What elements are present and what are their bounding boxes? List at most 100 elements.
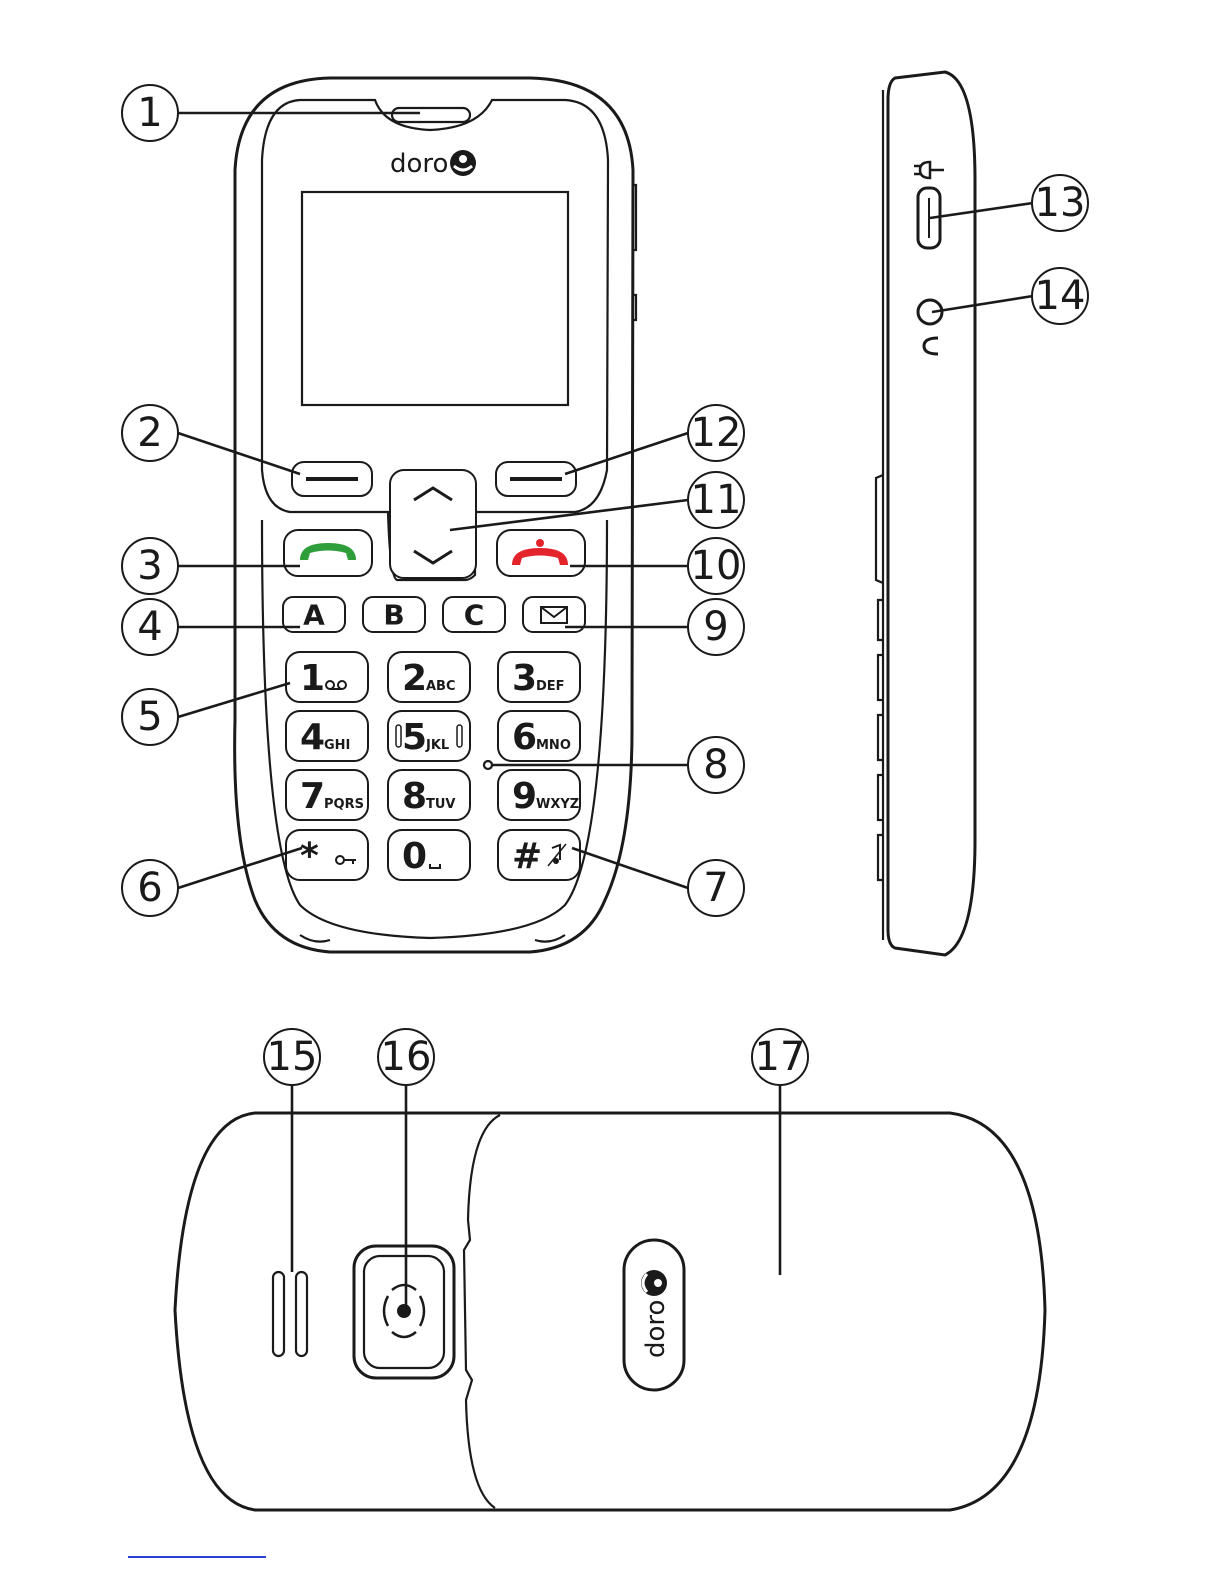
keypad-key-main-label: # bbox=[512, 836, 542, 877]
keypad-key-body[interactable] bbox=[286, 830, 368, 880]
keypad-key-body[interactable] bbox=[498, 770, 580, 820]
keypad-key-main-label: 6 bbox=[512, 717, 537, 758]
call-button[interactable] bbox=[284, 530, 372, 576]
callout-number: 1 bbox=[137, 90, 162, 136]
keypad-key-main-label: 7 bbox=[300, 776, 325, 817]
callout-number: 3 bbox=[137, 543, 162, 589]
bottom-notch-left bbox=[300, 935, 330, 942]
brand-logo-icon bbox=[450, 150, 476, 176]
keypad-key-main-label: 9 bbox=[512, 776, 537, 817]
keypad-key-letters: DEF bbox=[536, 679, 565, 694]
end-call-dot-icon bbox=[536, 539, 544, 547]
keypad-key-main-label: 8 bbox=[402, 776, 427, 817]
callout-number: 16 bbox=[381, 1034, 432, 1080]
keypad-key-body[interactable] bbox=[388, 830, 470, 880]
callout-1: 1 bbox=[122, 85, 178, 141]
callout-number: 2 bbox=[137, 410, 162, 456]
keypad-key-main-label: 2 bbox=[402, 658, 427, 699]
leader-2 bbox=[178, 433, 300, 474]
callout-2: 2 bbox=[122, 405, 178, 461]
callout-number: 9 bbox=[703, 604, 728, 650]
speaker-grille-left bbox=[273, 1272, 284, 1356]
footer-link-underline[interactable] bbox=[128, 1556, 266, 1558]
callout-12: 12 bbox=[688, 405, 744, 461]
keypad-key-body[interactable] bbox=[388, 770, 470, 820]
brand-logo-text: doro bbox=[390, 149, 448, 179]
callout-number: 17 bbox=[755, 1034, 806, 1080]
keypad-key-1[interactable]: 1 bbox=[286, 652, 368, 702]
keypad-key-10[interactable]: * bbox=[286, 830, 368, 880]
callout-number: 14 bbox=[1035, 273, 1086, 319]
memory-key-c-label: C bbox=[464, 599, 485, 632]
callout-number: 6 bbox=[137, 865, 162, 911]
callout-number: 10 bbox=[691, 543, 742, 589]
keypad-key-main-label: 3 bbox=[512, 658, 537, 699]
back-brand-logo-icon bbox=[641, 1270, 667, 1296]
keypad-key-body[interactable] bbox=[388, 652, 470, 702]
keypad-key-letters: JKL bbox=[425, 738, 449, 753]
callout-16: 16 bbox=[378, 1029, 434, 1085]
back-view: doro bbox=[175, 1113, 1045, 1510]
microphone-hole bbox=[484, 761, 492, 769]
speaker-grille-right bbox=[296, 1272, 307, 1356]
headset-icon bbox=[924, 338, 938, 354]
keypad-key-letters: GHI bbox=[324, 738, 350, 753]
callout-5: 5 bbox=[122, 689, 178, 745]
keypad-key-body[interactable] bbox=[498, 652, 580, 702]
keypad-key-body[interactable] bbox=[286, 770, 368, 820]
callout-13: 13 bbox=[1032, 175, 1088, 231]
keypad-key-body[interactable] bbox=[498, 711, 580, 761]
keypad-key-letters: WXYZ bbox=[536, 797, 579, 812]
keypad-key-letters: PQRS bbox=[324, 797, 364, 812]
keypad-key-letters: TUV bbox=[426, 797, 456, 812]
keypad-key-main-label: 1 bbox=[300, 658, 325, 699]
keypad-key-main-label: 5 bbox=[402, 717, 427, 758]
callout-number: 7 bbox=[703, 865, 728, 911]
bottom-notch-right bbox=[535, 935, 565, 942]
keypad-key-main-label: * bbox=[300, 836, 319, 877]
assistance-button-icon bbox=[384, 1285, 424, 1337]
callout-10: 10 bbox=[688, 538, 744, 594]
earpiece-slot bbox=[392, 108, 470, 122]
keypad-key-main-label: 4 bbox=[300, 717, 325, 758]
keypad-key-main-label: 0 bbox=[402, 836, 427, 877]
keypad-key-11[interactable]: 0 bbox=[388, 830, 470, 880]
callout-number: 5 bbox=[137, 694, 162, 740]
display-screen bbox=[302, 192, 568, 405]
callout-6: 6 bbox=[122, 860, 178, 916]
callout-14: 14 bbox=[1032, 268, 1088, 324]
callout-17: 17 bbox=[752, 1029, 808, 1085]
callout-11: 11 bbox=[688, 472, 744, 528]
callout-9: 9 bbox=[688, 599, 744, 655]
leader-13 bbox=[930, 203, 1033, 218]
callout-4: 4 bbox=[122, 599, 178, 655]
keypad-key-body[interactable] bbox=[286, 711, 368, 761]
back-body-outline bbox=[175, 1113, 1045, 1510]
callout-number: 8 bbox=[703, 742, 728, 788]
callout-number: 11 bbox=[691, 477, 742, 523]
callout-7: 7 bbox=[688, 860, 744, 916]
memory-key-b-label: B bbox=[383, 599, 404, 632]
callout-15: 15 bbox=[264, 1029, 320, 1085]
leader-6 bbox=[178, 848, 302, 888]
memory-key-a-label: A bbox=[303, 599, 325, 632]
callout-number: 4 bbox=[137, 604, 162, 650]
callout-3: 3 bbox=[122, 538, 178, 594]
keypad-key-body[interactable] bbox=[286, 652, 368, 702]
leader-14 bbox=[932, 296, 1033, 312]
battery-cover-seam bbox=[464, 1115, 500, 1508]
side-body-outline bbox=[888, 72, 975, 955]
keypad-key-12[interactable]: # bbox=[498, 830, 580, 880]
